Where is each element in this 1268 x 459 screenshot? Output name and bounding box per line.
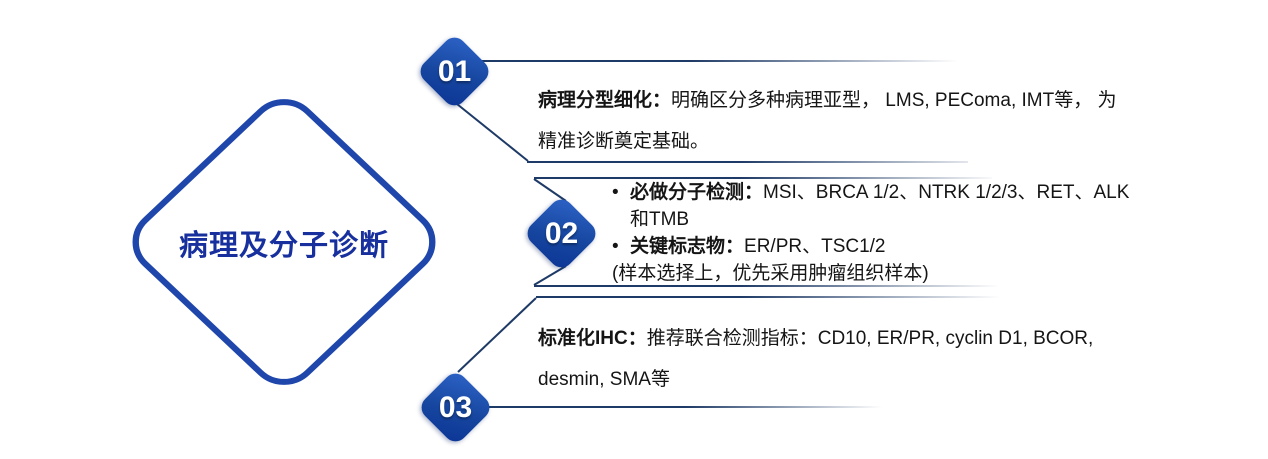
step-badge-01: 01 (415, 32, 494, 111)
step3-line1-text: 推荐联合检测指标：CD10, ER/PR, cyclin D1, BCOR, (646, 328, 1094, 349)
main-topic-title: 病理及分子诊断 (178, 230, 389, 262)
bullet-icon: • (612, 182, 619, 203)
step3-lead: 标准化IHC： (538, 328, 647, 349)
step2-bullet1-line1: 必做分子检测：MSI、BRCA 1/2、NTRK 1/2/3、RET、ALK (630, 179, 1129, 206)
step2-bottom-diagonal (533, 265, 567, 286)
step3-line1: 标准化IHC：推荐联合检测指标：CD10, ER/PR, cyclin D1, … (538, 318, 1238, 359)
step2-note: (样本选择上，优先采用肿瘤组织样本) (612, 263, 929, 284)
step3-line2: desmin, SMA等 (538, 369, 670, 390)
step-number-01: 01 (437, 54, 472, 88)
step2-bullet2: • 关键标志物：ER/PR、TSC1/2 (608, 233, 1208, 260)
step-badge-03: 03 (416, 368, 495, 447)
step-badge-02: 02 (522, 194, 601, 273)
step2-bullet1-line2: 和TMB (630, 209, 690, 230)
step2-bullet2-lead: 关键标志物： (630, 236, 745, 257)
step3-text-block: 标准化IHC：推荐联合检测指标：CD10, ER/PR, cyclin D1, … (538, 318, 1238, 400)
step1-line1: 病理分型细化：明确区分多种病理亚型， LMS, PEComa, IMT等， 为 (538, 80, 1238, 121)
step2-text-block: • 必做分子检测：MSI、BRCA 1/2、NTRK 1/2/3、RET、ALK… (608, 179, 1208, 287)
step2-bullet1-lead: 必做分子检测： (630, 182, 764, 203)
step1-lead: 病理分型细化： (538, 90, 672, 111)
step-number-02: 02 (544, 216, 579, 250)
bullet-icon: • (612, 236, 619, 257)
step2-bullet2-text: ER/PR、TSC1/2 (744, 236, 886, 257)
step2-bullet1: • 必做分子检测：MSI、BRCA 1/2、NTRK 1/2/3、RET、ALK (608, 179, 1208, 206)
step1-diagonal-line (451, 99, 529, 162)
step1-text-block: 病理分型细化：明确区分多种病理亚型， LMS, PEComa, IMT等， 为 … (538, 80, 1238, 162)
step1-line2: 精准诊断奠定基础。 (538, 131, 710, 152)
step2-bullet1-text: MSI、BRCA 1/2、NTRK 1/2/3、RET、ALK (763, 182, 1130, 203)
step1-line1-text: 明确区分多种病理亚型， LMS, PEComa, IMT等， 为 (671, 90, 1117, 111)
step2-top-diagonal (533, 178, 567, 202)
step3-diagonal-line (457, 297, 537, 373)
step-number-03: 03 (438, 390, 473, 424)
step2-bullet2-line: 关键标志物：ER/PR、TSC1/2 (630, 233, 886, 260)
